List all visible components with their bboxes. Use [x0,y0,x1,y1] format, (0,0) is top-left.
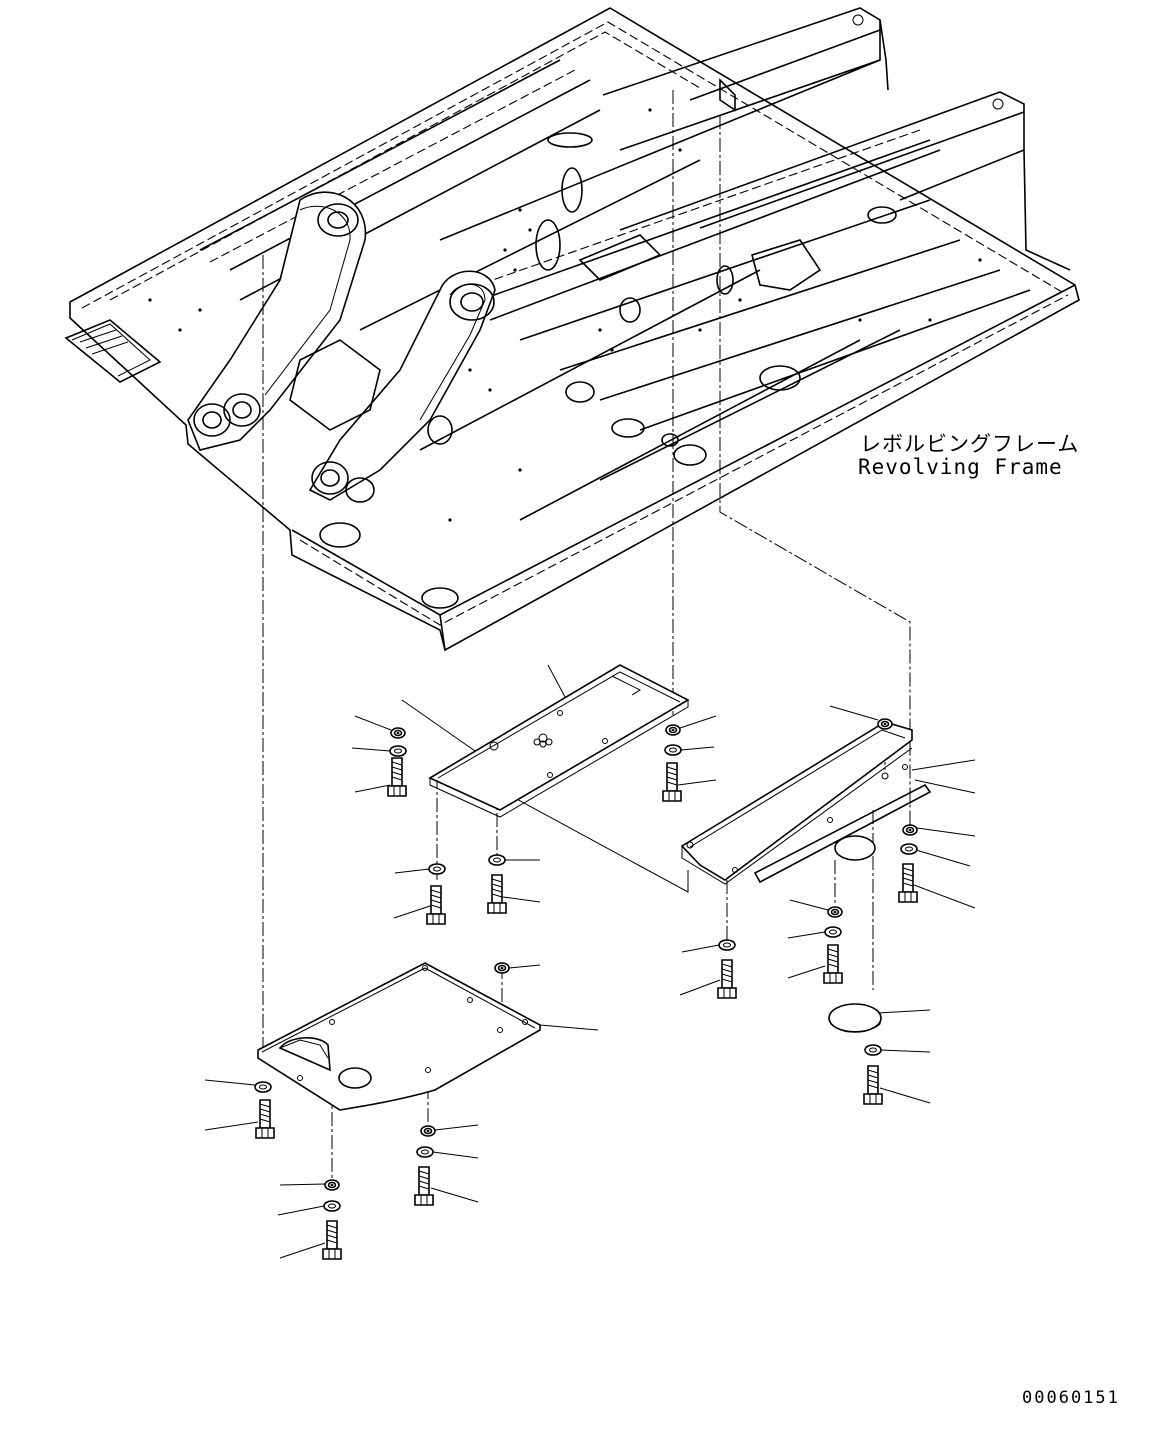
lock-washer [902,824,918,836]
lock-washer [827,906,843,918]
fastener-set-c [393,854,541,925]
cover-plate-right [680,721,932,885]
fastener-set-b [662,715,717,802]
bolt [322,1220,342,1260]
lock-washer [390,727,406,739]
bolt [387,757,407,797]
bolt [255,1099,275,1139]
drawing-number: 00060151 [1022,1388,1120,1408]
revolving-frame-label-en: Revolving Frame [858,455,1063,479]
washer [416,1146,434,1158]
fastener-set-h [204,1079,275,1139]
fastener-set-f [863,1044,931,1105]
bolt [823,944,843,984]
bolt [414,1166,434,1206]
washer [389,745,407,757]
washer [488,854,506,866]
bolt [426,885,446,925]
bolt [662,762,682,802]
bolt [863,1065,883,1105]
bolt [898,863,918,903]
washer [718,939,736,951]
fastener-set-d [829,705,976,909]
washer [864,1044,882,1056]
cover-plate-lower [257,962,599,1111]
washer [254,1081,272,1093]
washer [428,863,446,875]
bolt [717,959,737,999]
cover-plate-upper [428,664,690,818]
lock-washer [877,718,893,730]
fastener-set-a [351,715,407,797]
fastener-set-e [679,899,843,999]
washer [824,926,842,938]
lock-washer [665,724,681,736]
revolving-frame-label-jp: レボルビングフレーム [860,432,1080,456]
lock-washer [494,962,510,974]
washer [323,1200,341,1212]
fastener-set-i [414,1124,479,1206]
lock-washer [420,1125,436,1137]
revolving-frame [64,7,1080,652]
lock-washer [324,1179,340,1191]
bolt [487,874,507,914]
round-cover [828,1003,931,1033]
washer [900,843,918,855]
flower-mark-icon [533,733,553,748]
fastener-set-g [494,962,541,974]
washer [664,744,682,756]
fastener-set-j [277,1179,342,1260]
